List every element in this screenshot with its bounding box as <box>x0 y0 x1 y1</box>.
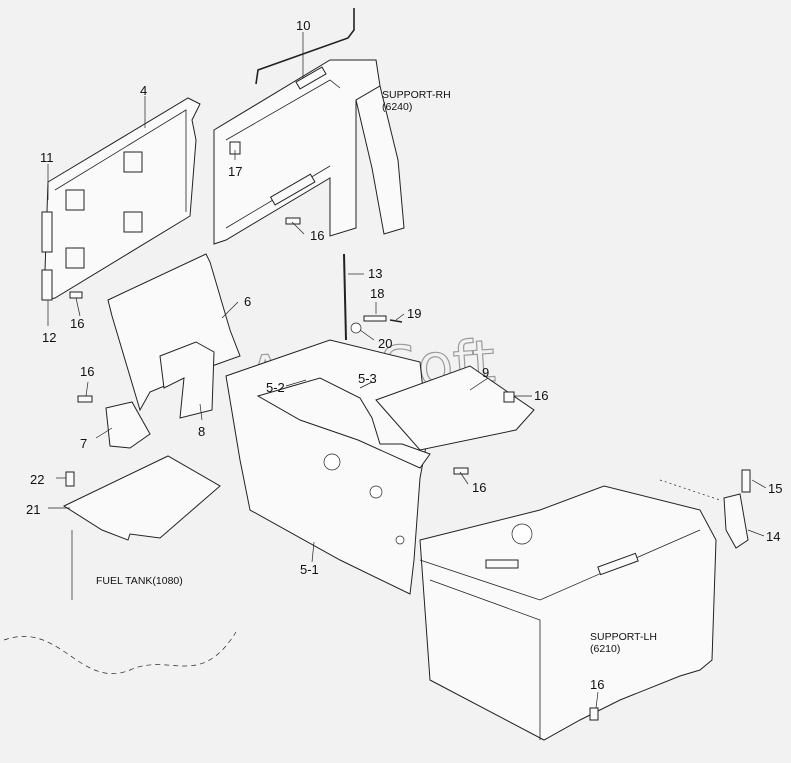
part-bracket-8 <box>159 341 215 419</box>
callout-7: 7 <box>80 436 87 451</box>
callout-10: 10 <box>296 18 310 33</box>
part-support-lh <box>419 485 717 741</box>
callout-5-1: 5-1 <box>300 562 319 577</box>
callout-8: 8 <box>198 424 205 439</box>
part-link-rod <box>343 253 347 341</box>
callout-21: 21 <box>26 502 40 517</box>
callout-14: 14 <box>766 529 780 544</box>
callout-9: 9 <box>482 365 489 380</box>
callout-16-main: 16 <box>472 480 486 495</box>
callout-15: 15 <box>768 481 782 496</box>
part-hinge-14 <box>723 493 749 549</box>
support-lh-code: (6210) <box>590 643 620 655</box>
callout-5-3: 5-3 <box>358 371 377 386</box>
support-rh-name: SUPPORT-RH <box>382 89 451 101</box>
part-washer-20 <box>350 322 362 334</box>
callout-20: 20 <box>378 336 392 351</box>
support-lh-name: SUPPORT-LH <box>590 631 657 643</box>
callout-16-lh: 16 <box>590 677 604 692</box>
part-plate-21 <box>62 455 221 541</box>
reference-notes: SUPPORT-RH (6240) SUPPORT-LH (6210) FUEL… <box>96 89 657 655</box>
callout-12: 12 <box>42 330 56 345</box>
part-rod <box>255 8 355 85</box>
part-support-rh <box>213 59 405 245</box>
callout-6: 6 <box>244 294 251 309</box>
callout-4: 4 <box>140 83 147 98</box>
part-main-panel <box>225 339 429 595</box>
callout-18: 18 <box>370 286 384 301</box>
support-rh-code: (6240) <box>382 101 412 113</box>
callout-19: 19 <box>407 306 421 321</box>
part-perforated-plate-9 <box>375 365 535 451</box>
part-clip-19 <box>389 319 403 323</box>
callout-16-plate9: 16 <box>534 388 548 403</box>
part-cover-panel <box>41 97 201 301</box>
leader-lines <box>3 32 767 709</box>
bolt-group <box>65 141 599 721</box>
callout-16-rh: 16 <box>310 228 324 243</box>
part-panel-6 <box>107 253 241 412</box>
callout-16-plate: 16 <box>80 364 94 379</box>
callout-5-2: 5-2 <box>266 380 285 395</box>
callout-labels: 4 10 11 12 17 16 16 13 18 19 20 6 16 7 8… <box>26 18 782 692</box>
part-pin-18 <box>363 315 387 322</box>
callout-13: 13 <box>368 266 382 281</box>
callout-17: 17 <box>228 164 242 179</box>
part-bolt-15 <box>741 469 751 493</box>
part-bracket-52 <box>256 377 431 469</box>
part-plate-7 <box>105 401 151 449</box>
callout-22: 22 <box>30 472 44 487</box>
callout-16-left: 16 <box>70 316 84 331</box>
fuel-tank-note: FUEL TANK(1080) <box>96 575 183 587</box>
callout-11: 11 <box>40 150 54 165</box>
